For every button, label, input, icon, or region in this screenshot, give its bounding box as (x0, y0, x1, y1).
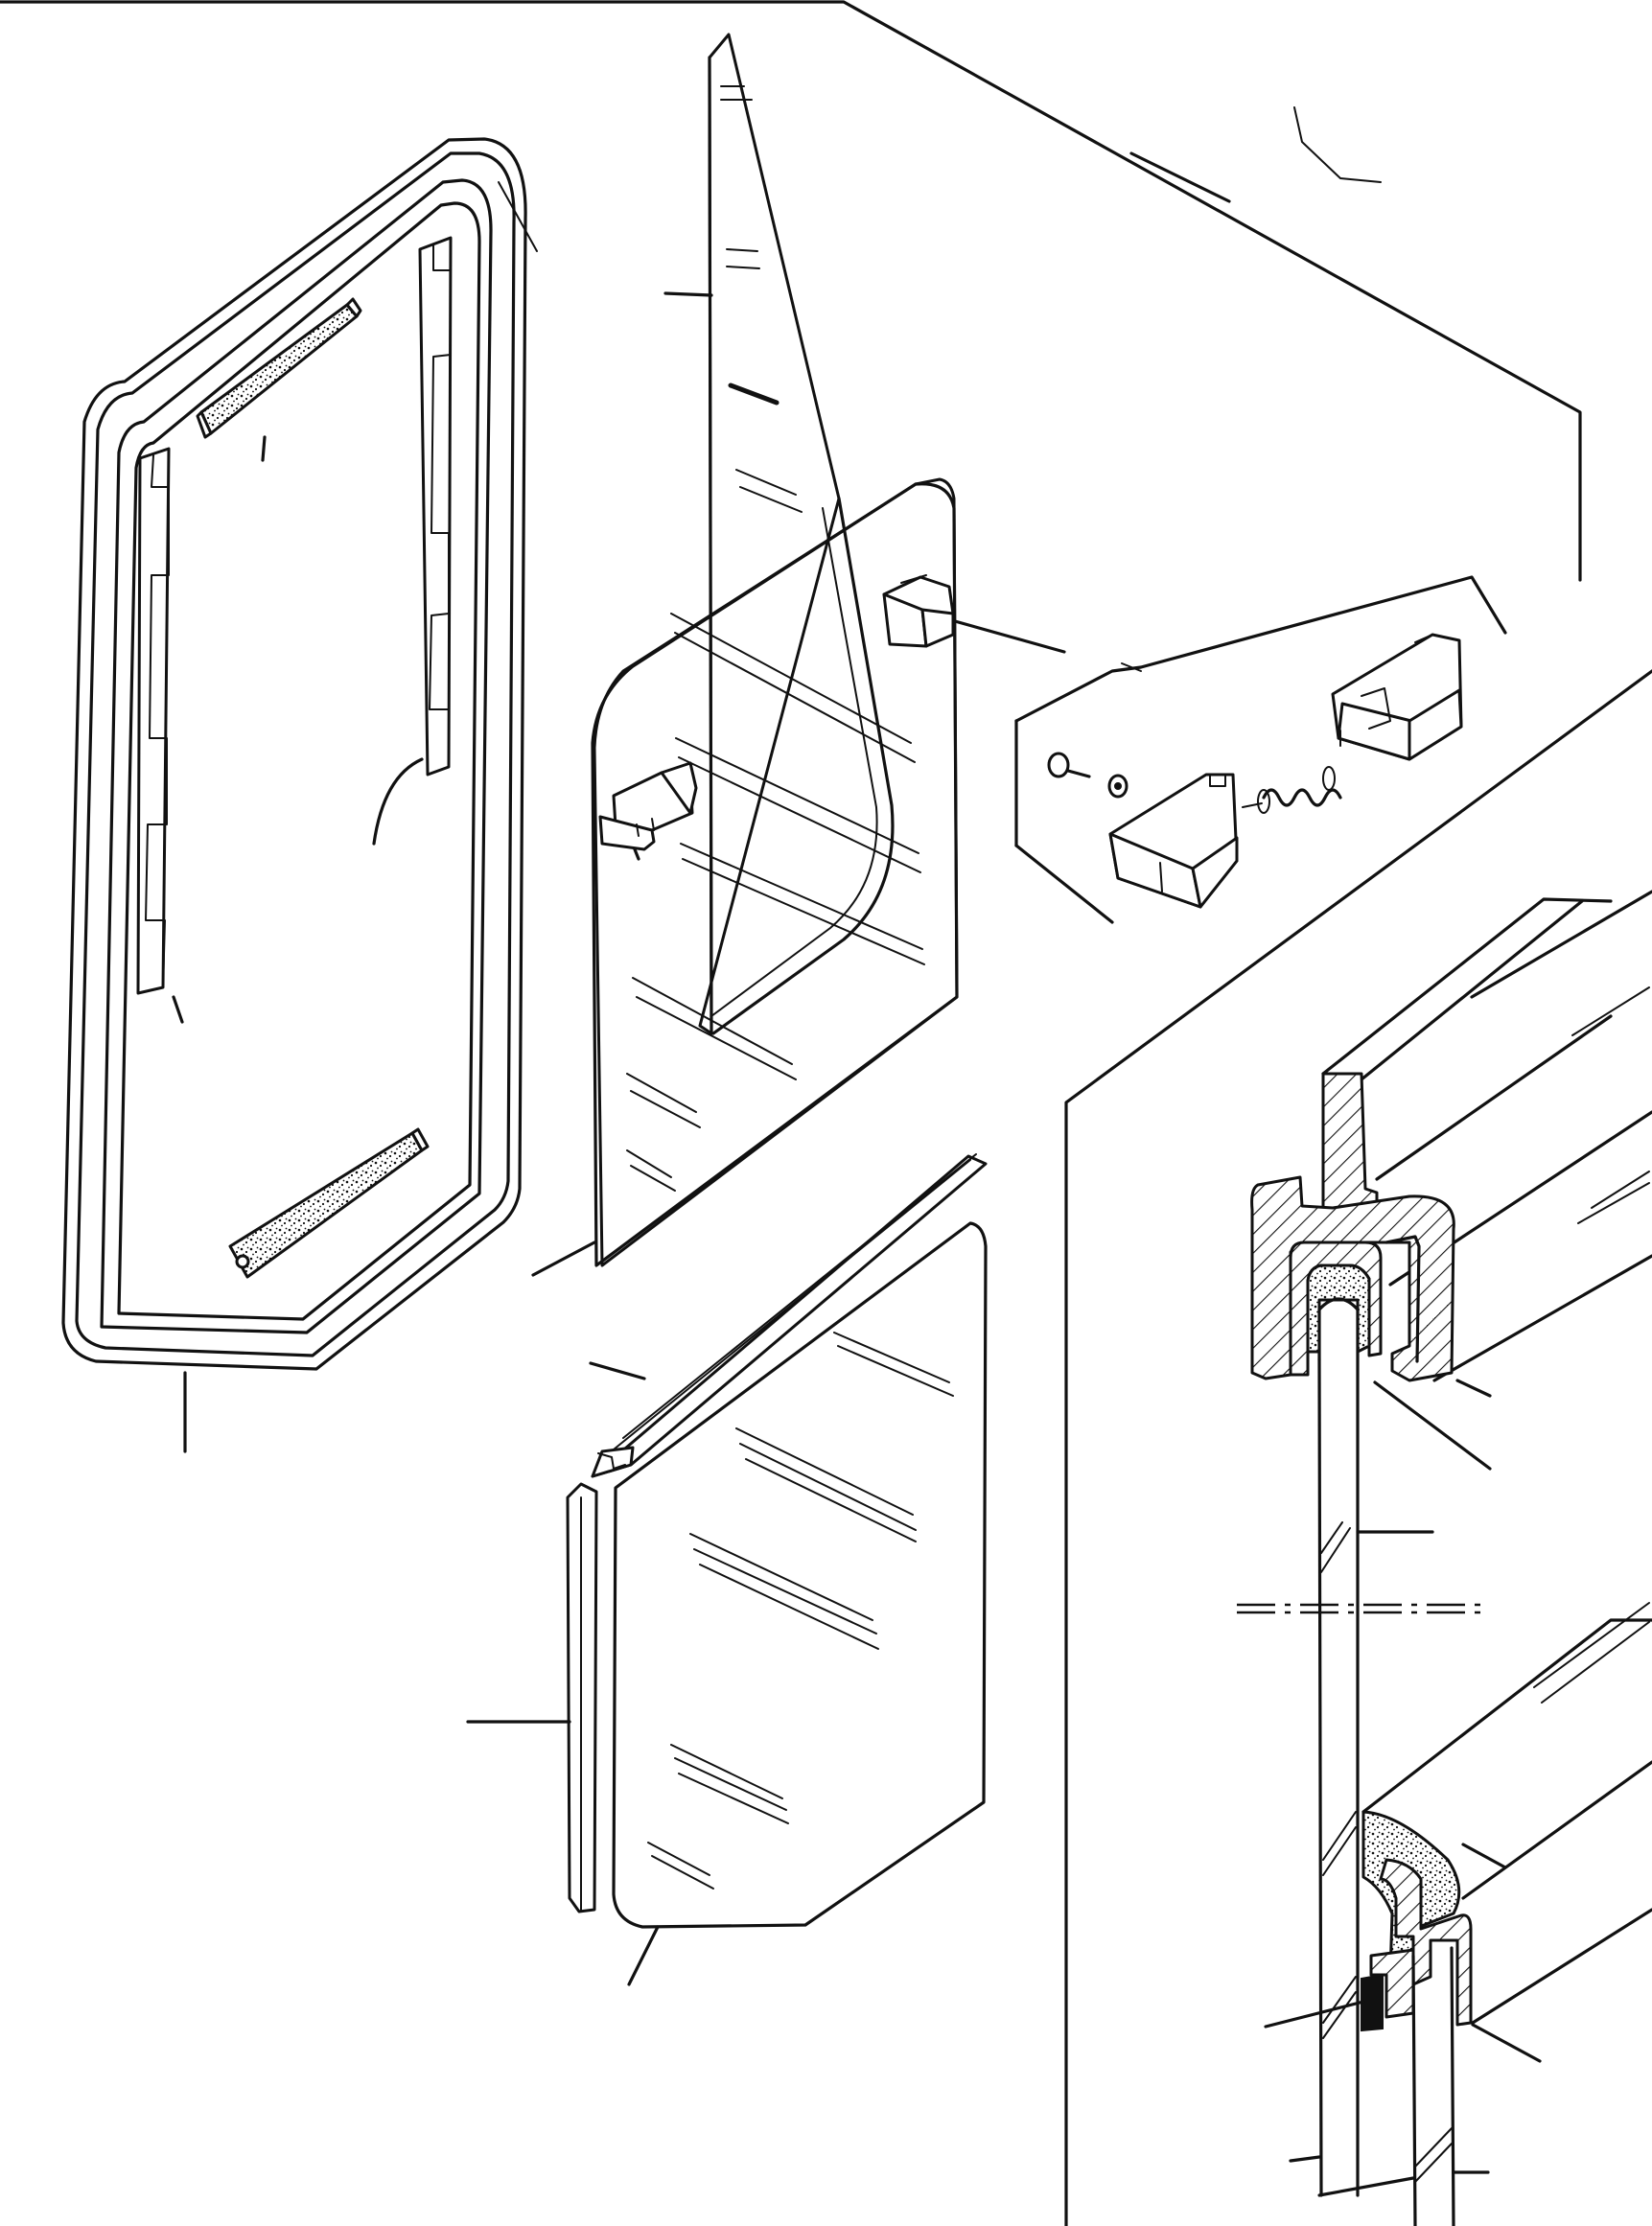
upper-foam-strip (196, 297, 362, 439)
screw-part (1047, 752, 1128, 799)
vertical-seal-strip (566, 1482, 598, 1913)
left-vertical-runner (136, 447, 171, 995)
latch-detail-group (1014, 575, 1507, 924)
outer-window-frame (61, 137, 538, 1371)
latch-body-part (1108, 773, 1239, 909)
latch-housing-part (1331, 633, 1463, 761)
lower-foam-strip (228, 1127, 430, 1279)
cross-section-detail (1064, 669, 1652, 2226)
fixed-glass-pane-lower (612, 1221, 988, 1929)
latch-catch-lower (598, 761, 698, 851)
housing-outline (0, 0, 1582, 582)
sliding-glass-pane-upper (591, 477, 959, 1267)
right-vertical-runner (418, 236, 453, 777)
lower-channel-strip (591, 1153, 988, 1478)
leader-lines (172, 291, 1542, 2174)
upper-track-profile (1250, 897, 1652, 1382)
spring-part (1242, 766, 1342, 814)
latch-catch-upper (882, 574, 955, 648)
glass-section (1237, 1297, 1482, 2197)
lower-track-profile (1361, 1602, 1652, 2226)
